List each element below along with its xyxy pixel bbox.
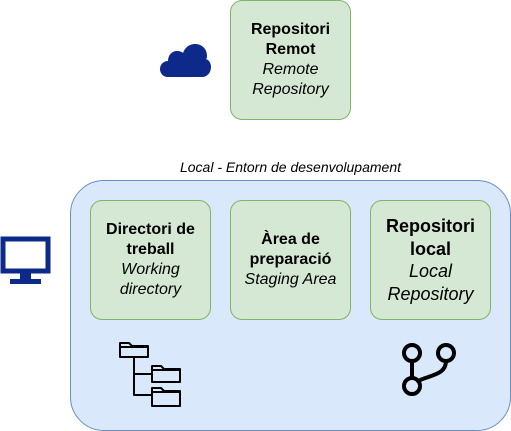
local-repository-title: Repositori local [385,216,475,259]
remote-repository-node: Repositori Remot Remote Repository [230,0,351,120]
local-environment-label: Local - Entorn de desenvolupament [179,159,402,175]
staging-area-subtitle: Staging Area [244,271,337,288]
staging-area-title: Àrea de preparació [249,231,332,268]
working-directory-title: Directori de treball [106,221,195,258]
git-branch-icon [402,343,456,396]
monitor-icon [0,236,51,284]
remote-repository-subtitle: Remote Repository [252,61,329,98]
working-directory-subtitle: Working directory [119,261,182,298]
staging-area-node: Àrea de preparació Staging Area [230,200,351,320]
remote-repository-title: Repositori Remot [250,21,331,58]
cloud-icon [160,44,211,77]
local-repository-node: Repositori local Local Repository [370,200,491,320]
local-repository-subtitle: Local Repository [387,261,474,304]
folder-tree-icon [119,342,181,407]
working-directory-node: Directori de treball Working directory [90,200,211,320]
